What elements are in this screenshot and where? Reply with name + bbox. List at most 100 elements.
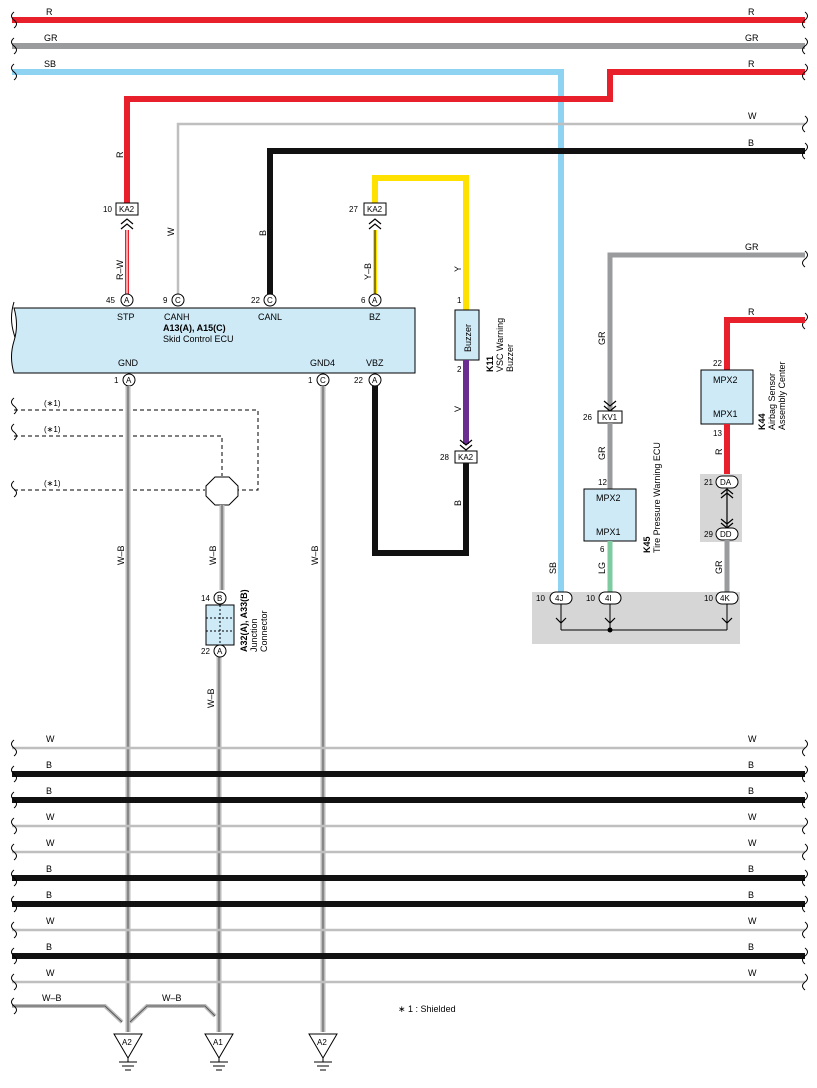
airbag-name: Airbag Sensor xyxy=(767,373,777,430)
airbag-body xyxy=(700,369,754,425)
shield-label: (∗1) xyxy=(44,479,61,488)
wire-label: R xyxy=(748,307,755,317)
break-mark xyxy=(802,921,808,939)
pin-num: 45 xyxy=(106,296,115,305)
tpw-name: Tire Pressure Warning ECU xyxy=(652,442,662,553)
break-mark xyxy=(11,765,17,783)
ecu-pin-canh: C 9 CANH xyxy=(163,293,190,322)
break-mark xyxy=(11,739,17,757)
pin-num: 13 xyxy=(713,429,722,438)
buzzer-name: VSC Warning xyxy=(495,318,505,372)
pin-circle xyxy=(368,293,382,307)
connector-da: DA 21 xyxy=(704,475,739,489)
wire-label: B xyxy=(748,138,754,148)
pin-conn: A xyxy=(217,647,223,656)
pin-conn: C xyxy=(267,296,273,305)
bus-label: B xyxy=(46,760,52,770)
break-mark xyxy=(11,63,17,81)
junction-name: Junction xyxy=(249,618,259,652)
wire-wb-bl1-stripe xyxy=(12,1005,123,1023)
pin-label: GND xyxy=(118,358,139,368)
wire-r-stp xyxy=(124,69,805,205)
pin-label: VBZ xyxy=(366,358,384,368)
wire-label: LG xyxy=(597,562,607,574)
pin-num: 22 xyxy=(354,376,363,385)
connector-oval xyxy=(715,475,739,489)
break-mark xyxy=(11,791,17,809)
ecu-pin-gnd4: GND4 C 1 xyxy=(308,358,335,387)
break-mark xyxy=(802,37,808,55)
chevron-connector-icon xyxy=(459,439,473,451)
break-mark xyxy=(802,63,808,81)
break-marks-right xyxy=(802,11,808,330)
wire-wb-bl2 xyxy=(128,1004,217,1024)
vsc-warning-buzzer: Buzzer 1 2 K11 VSC Warning Buzzer xyxy=(454,296,515,374)
wire-label: GR xyxy=(745,33,759,43)
bus-label: B xyxy=(748,890,754,900)
connector-label: 4I xyxy=(605,594,612,603)
junction-wires xyxy=(560,604,728,631)
pin-circle xyxy=(171,293,185,307)
chevron-connector-icon xyxy=(120,218,134,230)
break-mark xyxy=(802,895,808,913)
shielded-note: ∗ 1 : Shielded xyxy=(398,1004,456,1014)
ecu-pin-gnd: GND A 1 xyxy=(114,358,139,387)
bus-label: B xyxy=(46,890,52,900)
pin-num: 1 xyxy=(308,376,313,385)
connector-label: KA2 xyxy=(119,205,135,214)
tpw-pin: MPX1 xyxy=(596,527,621,537)
connector-label: DA xyxy=(720,478,732,487)
break-mark xyxy=(802,739,808,757)
connector-oval xyxy=(598,591,622,605)
break-mark xyxy=(11,973,17,991)
wire-label: R xyxy=(714,448,724,455)
break-mark xyxy=(802,11,808,29)
pin-conn: A xyxy=(372,296,378,305)
break-mark xyxy=(11,921,17,939)
airbag-name: Assembly Center xyxy=(777,361,787,430)
break-mark xyxy=(11,397,17,415)
bottom-wb-feeds: W–B W–B xyxy=(11,993,217,1024)
break-mark xyxy=(802,973,808,991)
tpw-code: K45 xyxy=(642,536,652,553)
ecu-code: A13(A), A15(C) xyxy=(163,323,226,333)
break-mark xyxy=(11,480,17,498)
wire-label: R xyxy=(748,59,755,69)
connector-dd: DD 29 xyxy=(704,527,739,541)
wire-label: Y–B xyxy=(363,263,373,280)
junction-dot xyxy=(607,627,613,633)
wire-label: GR xyxy=(44,33,58,43)
break-mark xyxy=(802,817,808,835)
shield-line xyxy=(14,409,259,491)
connector-label: 4J xyxy=(555,594,563,603)
pin-conn: C xyxy=(175,296,181,305)
pin-conn: C xyxy=(320,376,326,385)
pin-circle xyxy=(213,644,227,658)
airbag-code: K44 xyxy=(757,413,767,430)
wire-label: SB xyxy=(44,59,56,69)
bus-label: W xyxy=(46,968,55,978)
connector-ka2-buz: KA2 28 xyxy=(440,439,478,464)
wire-label: GR xyxy=(597,446,607,460)
pin-circle xyxy=(263,293,277,307)
connector-label: KA2 xyxy=(367,205,383,214)
wire-wb-bl2-stripe xyxy=(129,1005,216,1023)
break-mark xyxy=(11,11,17,29)
ground-icon xyxy=(113,1033,143,1059)
break-mark xyxy=(802,115,808,133)
wire-label: R–W xyxy=(115,259,125,280)
break-mark xyxy=(11,869,17,887)
top-wires: R R GR GR SB R R W W B B xyxy=(12,7,805,598)
ground-label: A1 xyxy=(213,1038,223,1047)
wire-label: W–B xyxy=(116,545,126,565)
airbag-pin: MPX2 xyxy=(713,375,738,385)
break-mark xyxy=(11,947,17,965)
shield-line xyxy=(14,435,223,476)
pin-conn: B xyxy=(217,594,222,603)
connector-num: 29 xyxy=(704,530,713,539)
connector-oval xyxy=(715,591,739,605)
bus-label: B xyxy=(46,864,52,874)
connector-num: 26 xyxy=(583,413,592,422)
